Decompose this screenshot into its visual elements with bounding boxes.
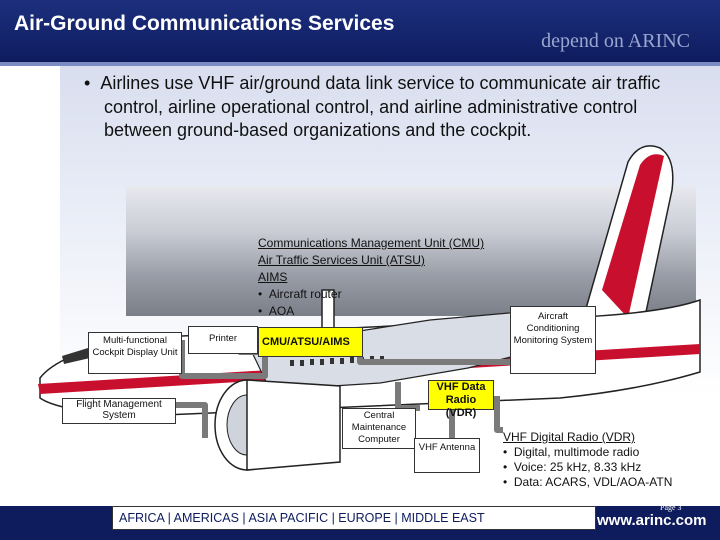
vhf-item-label: Digital, multimode radio	[513, 445, 640, 459]
vhf-item: • Data: ACARS, VDL/AOA-ATN	[503, 475, 673, 489]
footer-url[interactable]: www.arinc.com	[597, 512, 707, 529]
antenna-label: VHF Antenna	[418, 442, 476, 453]
bullet-text: • Airlines use VHF air/ground data link …	[84, 72, 704, 143]
fms-box: Flight Management System	[62, 398, 176, 424]
bullet-marker: •	[84, 73, 101, 93]
vhf-description: VHF Digital Radio (VDR) • Digital, multi…	[503, 430, 672, 490]
fms-label: Flight Management System	[76, 399, 162, 421]
cmu-atsu-aims-box: CMU/ATSU/AIMS	[258, 327, 363, 357]
cmc-box: Central Maintenance Computer	[342, 408, 416, 449]
cockpit-window	[62, 348, 90, 364]
aims-sub-item: • Aircraft router	[258, 287, 342, 301]
aims-sub-label: AOA	[268, 304, 295, 318]
cmu-description: Communications Management Unit (CMU) Air…	[258, 235, 484, 320]
vdr-label: VHF Data Radio (VDR)	[436, 381, 486, 419]
page-title: Air-Ground Communications Services	[14, 12, 395, 35]
tagline-logo: depend on ARINC	[541, 30, 690, 52]
cmc-label: Central Maintenance Computer	[351, 410, 407, 445]
cmu-box-label: CMU/ATSU/AIMS	[262, 336, 350, 348]
vhf-item: • Voice: 25 kHz, 8.33 kHz	[503, 460, 642, 474]
aims-sub-item: • AOA	[258, 304, 295, 318]
mcdu-box: Multi-functional Cockpit Display Unit	[88, 332, 182, 374]
aims-line: AIMS	[258, 270, 288, 284]
acms-box: Aircraft Conditioning Monitoring System	[510, 306, 596, 374]
vdr-box: VHF Data Radio (VDR)	[428, 380, 494, 419]
printer-box: Printer	[188, 326, 258, 354]
atsu-line: Air Traffic Services Unit (ATSU)	[258, 253, 425, 267]
aims-sub-label: Aircraft router	[268, 287, 342, 301]
mcdu-label: Multi-functional Cockpit Display Unit	[92, 335, 178, 358]
cmu-line: Communications Management Unit (CMU)	[258, 236, 485, 250]
antenna-box: VHF Antenna	[414, 438, 480, 473]
footer-regions: AFRICA | AMERICAS | ASIA PACIFIC | EUROP…	[112, 506, 596, 530]
acms-label: Aircraft Conditioning Monitoring System	[513, 311, 593, 346]
engine-nacelle	[246, 379, 341, 471]
header-bar	[0, 0, 720, 62]
vhf-item-label: Data: ACARS, VDL/AOA-ATN	[513, 475, 673, 489]
bullet-body: Airlines use VHF air/ground data link se…	[100, 73, 661, 140]
tail-stripe	[602, 154, 664, 318]
header-divider	[0, 62, 720, 66]
page-number: Page 3	[660, 503, 682, 512]
vhf-title: VHF Digital Radio (VDR)	[503, 430, 636, 444]
vhf-item: • Digital, multimode radio	[503, 445, 640, 459]
vhf-item-label: Voice: 25 kHz, 8.33 kHz	[513, 460, 642, 474]
printer-label: Printer	[209, 333, 237, 344]
